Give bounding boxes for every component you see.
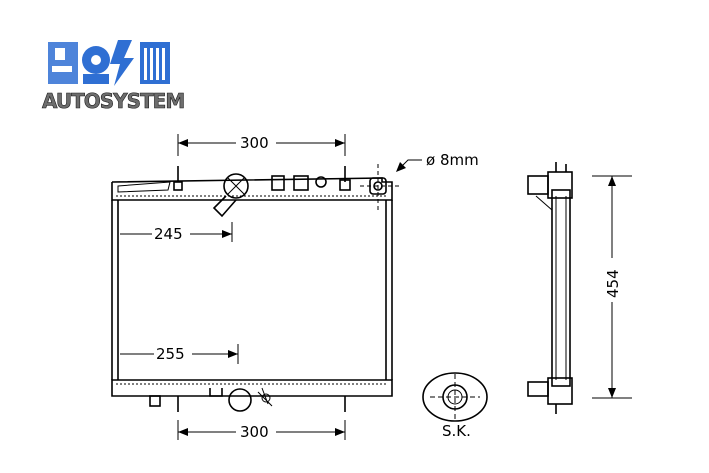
logo-icons xyxy=(48,40,170,86)
pipe-diameter-label: ø 8mm xyxy=(426,151,479,169)
dim-upper-245-label: 245 xyxy=(154,225,183,243)
radiator-side-view xyxy=(527,162,573,414)
sk-detail: S.K. xyxy=(422,372,488,440)
dimension-pipe-diameter: ø 8mm xyxy=(396,151,479,172)
dimension-upper-245: 245 xyxy=(120,222,233,243)
dim-top-300-label: 300 xyxy=(240,134,269,152)
dimension-top-300: 300 xyxy=(177,134,346,156)
dimension-lower-255: 255 xyxy=(120,344,239,364)
dim-bottom-300-label: 300 xyxy=(240,423,269,441)
dimension-bottom-300: 300 xyxy=(177,420,346,441)
autosystem-logo: AUTOSYSTEM xyxy=(42,40,186,113)
dimension-height-454: 454 xyxy=(592,175,632,399)
dim-lower-255-label: 255 xyxy=(156,345,185,363)
sk-label: S.K. xyxy=(442,422,471,440)
radiator-front-view xyxy=(111,164,400,412)
logo-text: AUTOSYSTEM xyxy=(42,89,184,113)
dim-height-454-label: 454 xyxy=(604,269,622,298)
